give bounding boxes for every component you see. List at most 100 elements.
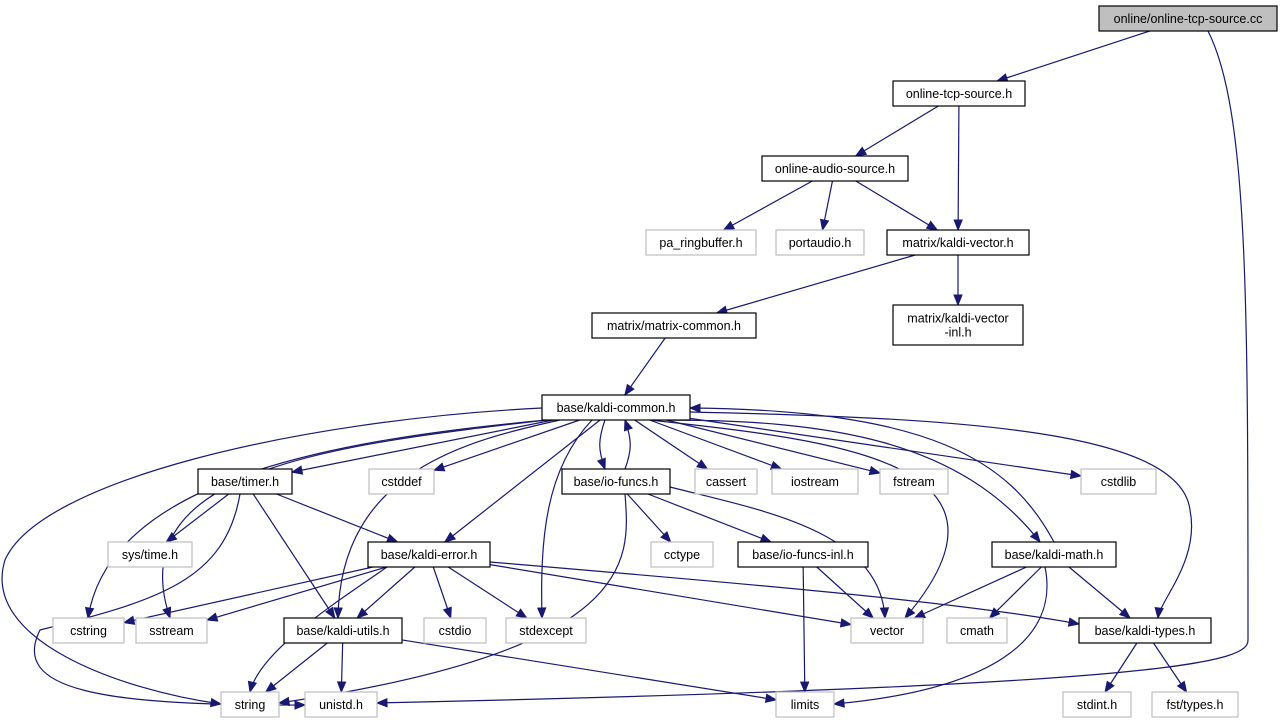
node-kvecinl[interactable]: matrix/kaldi-vector-inl.h (892, 304, 1024, 346)
node-label: cstring (70, 624, 107, 638)
edge-arrowhead (356, 607, 369, 619)
node-box (1062, 691, 1132, 718)
node-box (886, 229, 1030, 256)
node-timer[interactable]: base/timer.h (197, 468, 293, 495)
node-box (991, 541, 1117, 568)
edge-mcommon-to-kcommon (624, 337, 666, 397)
edge-arrowhead (1067, 617, 1081, 627)
edge-arrowhead (515, 608, 528, 619)
node-cstdio: cstdio (423, 617, 487, 644)
edge-arrowhead (854, 146, 868, 157)
edge-kerror-to-cstring (122, 566, 374, 625)
edge-kerror-to-stdexcept (447, 566, 528, 619)
edge-arrowhead (1176, 680, 1188, 694)
node-box (304, 691, 378, 718)
node-box (1151, 691, 1239, 718)
node-label: matrix/matrix-common.h (607, 319, 741, 333)
node-label: base/kaldi-error.h (381, 548, 478, 562)
node-label: portaudio.h (789, 236, 852, 250)
edge-arrowhead (832, 698, 845, 708)
node-box (650, 541, 714, 568)
node-limits: limits (775, 691, 835, 718)
node-audio[interactable]: online-audio-source.h (761, 155, 909, 182)
edge-arrowhead (264, 681, 277, 693)
edge-arrowhead (660, 531, 672, 543)
edge-arrowhead (536, 607, 547, 620)
node-box (645, 229, 757, 256)
edge-ktypes-to-fsttypes (1152, 642, 1188, 694)
edge-arrowhead (294, 700, 307, 710)
edge-arrowhead (1069, 469, 1083, 480)
edge-kerror-to-sstream (205, 566, 387, 622)
node-box (220, 691, 280, 718)
edge-iofuncs-to-vector (669, 486, 890, 620)
node-label: fstream (893, 475, 935, 489)
node-label: sys/time.h (122, 548, 178, 562)
edge-kcommon-to-iofuncs (596, 419, 606, 471)
edge-arrowhead (443, 531, 457, 543)
edge-kcommon-to-timer (290, 419, 554, 475)
node-kerror[interactable]: base/kaldi-error.h (367, 541, 491, 568)
node-tcp[interactable]: online-tcp-source.h (892, 80, 1026, 107)
edge-timer-to-kerror (276, 493, 399, 543)
node-box (737, 541, 869, 568)
edge-arrowhead (696, 459, 709, 470)
node-box (561, 468, 671, 495)
node-stdint: stdint.h (1062, 691, 1132, 718)
edge-timer-to-systime (165, 493, 230, 543)
node-iofuncs[interactable]: base/io-funcs.h (561, 468, 671, 495)
node-cstring: cstring (52, 617, 125, 644)
node-ktypes[interactable]: base/kaldi-types.h (1078, 617, 1212, 644)
node-label: cmath (960, 624, 994, 638)
edge-arrowhead (333, 607, 343, 620)
edge-kcommon-to-kerror (443, 419, 601, 543)
edge-arrowhead (904, 606, 916, 620)
node-kvec[interactable]: matrix/kaldi-vector.h (886, 229, 1030, 256)
node-iofuncsinl[interactable]: base/io-funcs-inl.h (737, 541, 869, 568)
edge-kcommon-to-fstream (666, 419, 882, 476)
node-kmath[interactable]: base/kaldi-math.h (991, 541, 1117, 568)
edge-arrowhead (862, 607, 875, 619)
node-box (367, 541, 491, 568)
node-root[interactable]: online/online-tcp-source.cc (1098, 5, 1278, 32)
node-label: base/timer.h (211, 475, 279, 489)
node-cstdlib: cstdlib (1080, 468, 1157, 495)
edge-timer-to-kutils (252, 493, 336, 620)
edge-arrowhead (122, 615, 136, 625)
edge-arrowhead (623, 418, 633, 432)
edge-arrowhead (953, 219, 963, 232)
edge-arrowhead (1154, 607, 1164, 620)
edge-arrowhead (205, 612, 219, 622)
node-box (1078, 617, 1212, 644)
node-kcommon[interactable]: base/kaldi-common.h (541, 394, 691, 421)
edge-arrowhead (375, 698, 388, 708)
node-label: base/kaldi-common.h (557, 401, 676, 415)
edge-kmath-to-limits (832, 566, 1048, 708)
edge-kutils-to-unistd (336, 642, 347, 694)
node-layer: online/online-tcp-source.cc online-tcp-so… (52, 5, 1278, 718)
edge-tcp-to-audio (854, 105, 939, 157)
edge-iofuncsinl-to-vector (816, 566, 875, 619)
node-label: matrix/kaldi-vector.h (902, 236, 1013, 250)
edge-arrowhead (925, 220, 939, 231)
node-box (368, 468, 435, 495)
node-box (107, 541, 193, 568)
node-label: cstddef (381, 475, 422, 489)
edge-arrowhead (624, 383, 635, 397)
edge-root-to-unistd (375, 30, 1249, 708)
edge-kmath-to-kcommon (688, 403, 1055, 543)
node-label: cstdlib (1101, 475, 1136, 489)
node-box (505, 617, 587, 644)
node-mcommon[interactable]: matrix/matrix-common.h (591, 312, 757, 339)
edge-kutils-to-limits (401, 639, 778, 703)
node-label: online-tcp-source.h (906, 87, 1012, 101)
edge-iofuncs-to-cctype (626, 493, 672, 543)
edge-kcommon-to-kutils (333, 419, 561, 620)
edge-arrowhead (913, 609, 926, 619)
node-box (694, 468, 758, 495)
node-label: -inl.h (944, 326, 971, 340)
node-box (946, 617, 1008, 644)
node-cctype: cctype (650, 541, 714, 568)
node-kutils[interactable]: base/kaldi-utils.h (283, 617, 403, 644)
edge-arrowhead (277, 696, 291, 707)
